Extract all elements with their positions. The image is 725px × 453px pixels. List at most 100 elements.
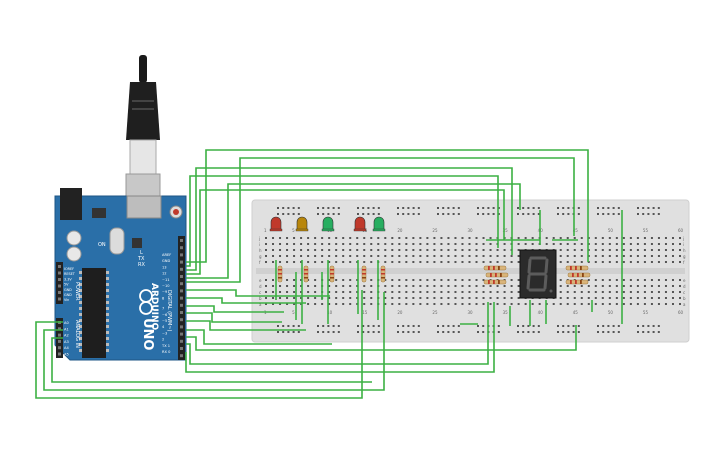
breadboard-hole[interactable] xyxy=(454,243,457,245)
breadboard-hole[interactable] xyxy=(349,303,352,305)
breadboard-hole[interactable] xyxy=(412,237,415,239)
rail-hole[interactable] xyxy=(457,213,460,215)
breadboard-hole[interactable] xyxy=(601,279,604,281)
breadboard-hole[interactable] xyxy=(419,279,422,281)
breadboard-hole[interactable] xyxy=(391,243,394,245)
breadboard-hole[interactable] xyxy=(524,303,527,305)
breadboard-hole[interactable] xyxy=(622,237,625,239)
breadboard-hole[interactable] xyxy=(370,279,373,281)
breadboard-hole[interactable] xyxy=(419,237,422,239)
breadboard-hole[interactable] xyxy=(559,249,562,251)
breadboard-hole[interactable] xyxy=(566,303,569,305)
breadboard-hole[interactable] xyxy=(314,243,317,245)
breadboard-hole[interactable] xyxy=(489,303,492,305)
rail-hole[interactable] xyxy=(287,207,290,209)
breadboard-hole[interactable] xyxy=(300,249,303,251)
rail-hole[interactable] xyxy=(612,325,615,327)
led[interactable] xyxy=(372,216,386,232)
breadboard-hole[interactable] xyxy=(559,291,562,293)
rail-hole[interactable] xyxy=(522,213,525,215)
rail-hole[interactable] xyxy=(377,213,380,215)
breadboard-hole[interactable] xyxy=(650,249,653,251)
breadboard-hole[interactable] xyxy=(559,237,562,239)
rail-hole[interactable] xyxy=(577,331,580,333)
usb-cable[interactable] xyxy=(125,55,161,219)
rail-hole[interactable] xyxy=(517,207,519,209)
breadboard-hole[interactable] xyxy=(622,249,625,251)
rail-hole[interactable] xyxy=(412,213,415,215)
breadboard-hole[interactable] xyxy=(384,303,387,305)
breadboard-hole[interactable] xyxy=(412,279,415,281)
breadboard-hole[interactable] xyxy=(461,279,464,281)
rail-hole[interactable] xyxy=(362,213,365,215)
breadboard-hole[interactable] xyxy=(356,237,359,239)
rail-hole[interactable] xyxy=(517,331,519,333)
breadboard-hole[interactable] xyxy=(300,243,303,245)
breadboard-hole[interactable] xyxy=(468,291,471,293)
breadboard-hole[interactable] xyxy=(447,291,450,293)
breadboard-hole[interactable] xyxy=(657,285,660,287)
resistor[interactable] xyxy=(361,265,367,283)
breadboard-hole[interactable] xyxy=(482,249,485,251)
rail-hole[interactable] xyxy=(637,325,639,327)
breadboard-hole[interactable] xyxy=(608,249,611,251)
breadboard-hole[interactable] xyxy=(447,303,450,305)
rail-hole[interactable] xyxy=(417,325,420,327)
breadboard-hole[interactable] xyxy=(468,261,471,263)
breadboard-hole[interactable] xyxy=(622,243,625,245)
breadboard-hole[interactable] xyxy=(384,249,387,251)
breadboard-hole[interactable] xyxy=(300,297,303,299)
breadboard-hole[interactable] xyxy=(391,255,394,257)
breadboard-hole[interactable] xyxy=(503,261,506,263)
breadboard-hole[interactable] xyxy=(440,297,443,299)
breadboard-hole[interactable] xyxy=(650,291,653,293)
rail-hole[interactable] xyxy=(277,207,279,209)
rail-hole[interactable] xyxy=(562,331,565,333)
breadboard-hole[interactable] xyxy=(391,237,394,239)
rail-hole[interactable] xyxy=(292,207,295,209)
breadboard-hole[interactable] xyxy=(405,291,408,293)
breadboard-hole[interactable] xyxy=(503,285,506,287)
breadboard-hole[interactable] xyxy=(349,249,352,251)
breadboard-hole[interactable] xyxy=(433,303,436,305)
breadboard-hole[interactable] xyxy=(440,261,443,263)
breadboard-hole[interactable] xyxy=(475,279,478,281)
breadboard-hole[interactable] xyxy=(622,285,625,287)
breadboard-hole[interactable] xyxy=(594,279,597,281)
breadboard-hole[interactable] xyxy=(587,279,590,281)
rail-hole[interactable] xyxy=(372,213,375,215)
breadboard-hole[interactable] xyxy=(489,243,492,245)
breadboard-hole[interactable] xyxy=(328,291,331,293)
breadboard-hole[interactable] xyxy=(307,285,310,287)
rail-hole[interactable] xyxy=(497,325,500,327)
rail-hole[interactable] xyxy=(597,325,599,327)
rail-hole[interactable] xyxy=(572,331,575,333)
rail-hole[interactable] xyxy=(322,213,325,215)
breadboard-hole[interactable] xyxy=(657,279,660,281)
breadboard-hole[interactable] xyxy=(272,279,275,281)
breadboard-hole[interactable] xyxy=(447,255,450,257)
breadboard-hole[interactable] xyxy=(650,243,653,245)
breadboard-hole[interactable] xyxy=(587,285,590,287)
breadboard-hole[interactable] xyxy=(468,285,471,287)
breadboard-hole[interactable] xyxy=(419,303,422,305)
breadboard-hole[interactable] xyxy=(265,255,267,257)
breadboard-hole[interactable] xyxy=(349,261,352,263)
breadboard-hole[interactable] xyxy=(335,297,338,299)
breadboard-hole[interactable] xyxy=(608,291,611,293)
breadboard-hole[interactable] xyxy=(587,291,590,293)
rail-hole[interactable] xyxy=(522,207,525,209)
breadboard-hole[interactable] xyxy=(510,255,513,257)
rail-hole[interactable] xyxy=(367,325,370,327)
breadboard-hole[interactable] xyxy=(328,303,331,305)
breadboard-hole[interactable] xyxy=(314,291,317,293)
breadboard-hole[interactable] xyxy=(615,297,618,299)
breadboard-hole[interactable] xyxy=(657,291,660,293)
breadboard-hole[interactable] xyxy=(468,297,471,299)
rail-hole[interactable] xyxy=(397,325,399,327)
rail-hole[interactable] xyxy=(522,325,525,327)
breadboard-hole[interactable] xyxy=(328,255,331,257)
breadboard-hole[interactable] xyxy=(559,285,562,287)
rail-hole[interactable] xyxy=(477,331,479,333)
rail-hole[interactable] xyxy=(537,325,540,327)
